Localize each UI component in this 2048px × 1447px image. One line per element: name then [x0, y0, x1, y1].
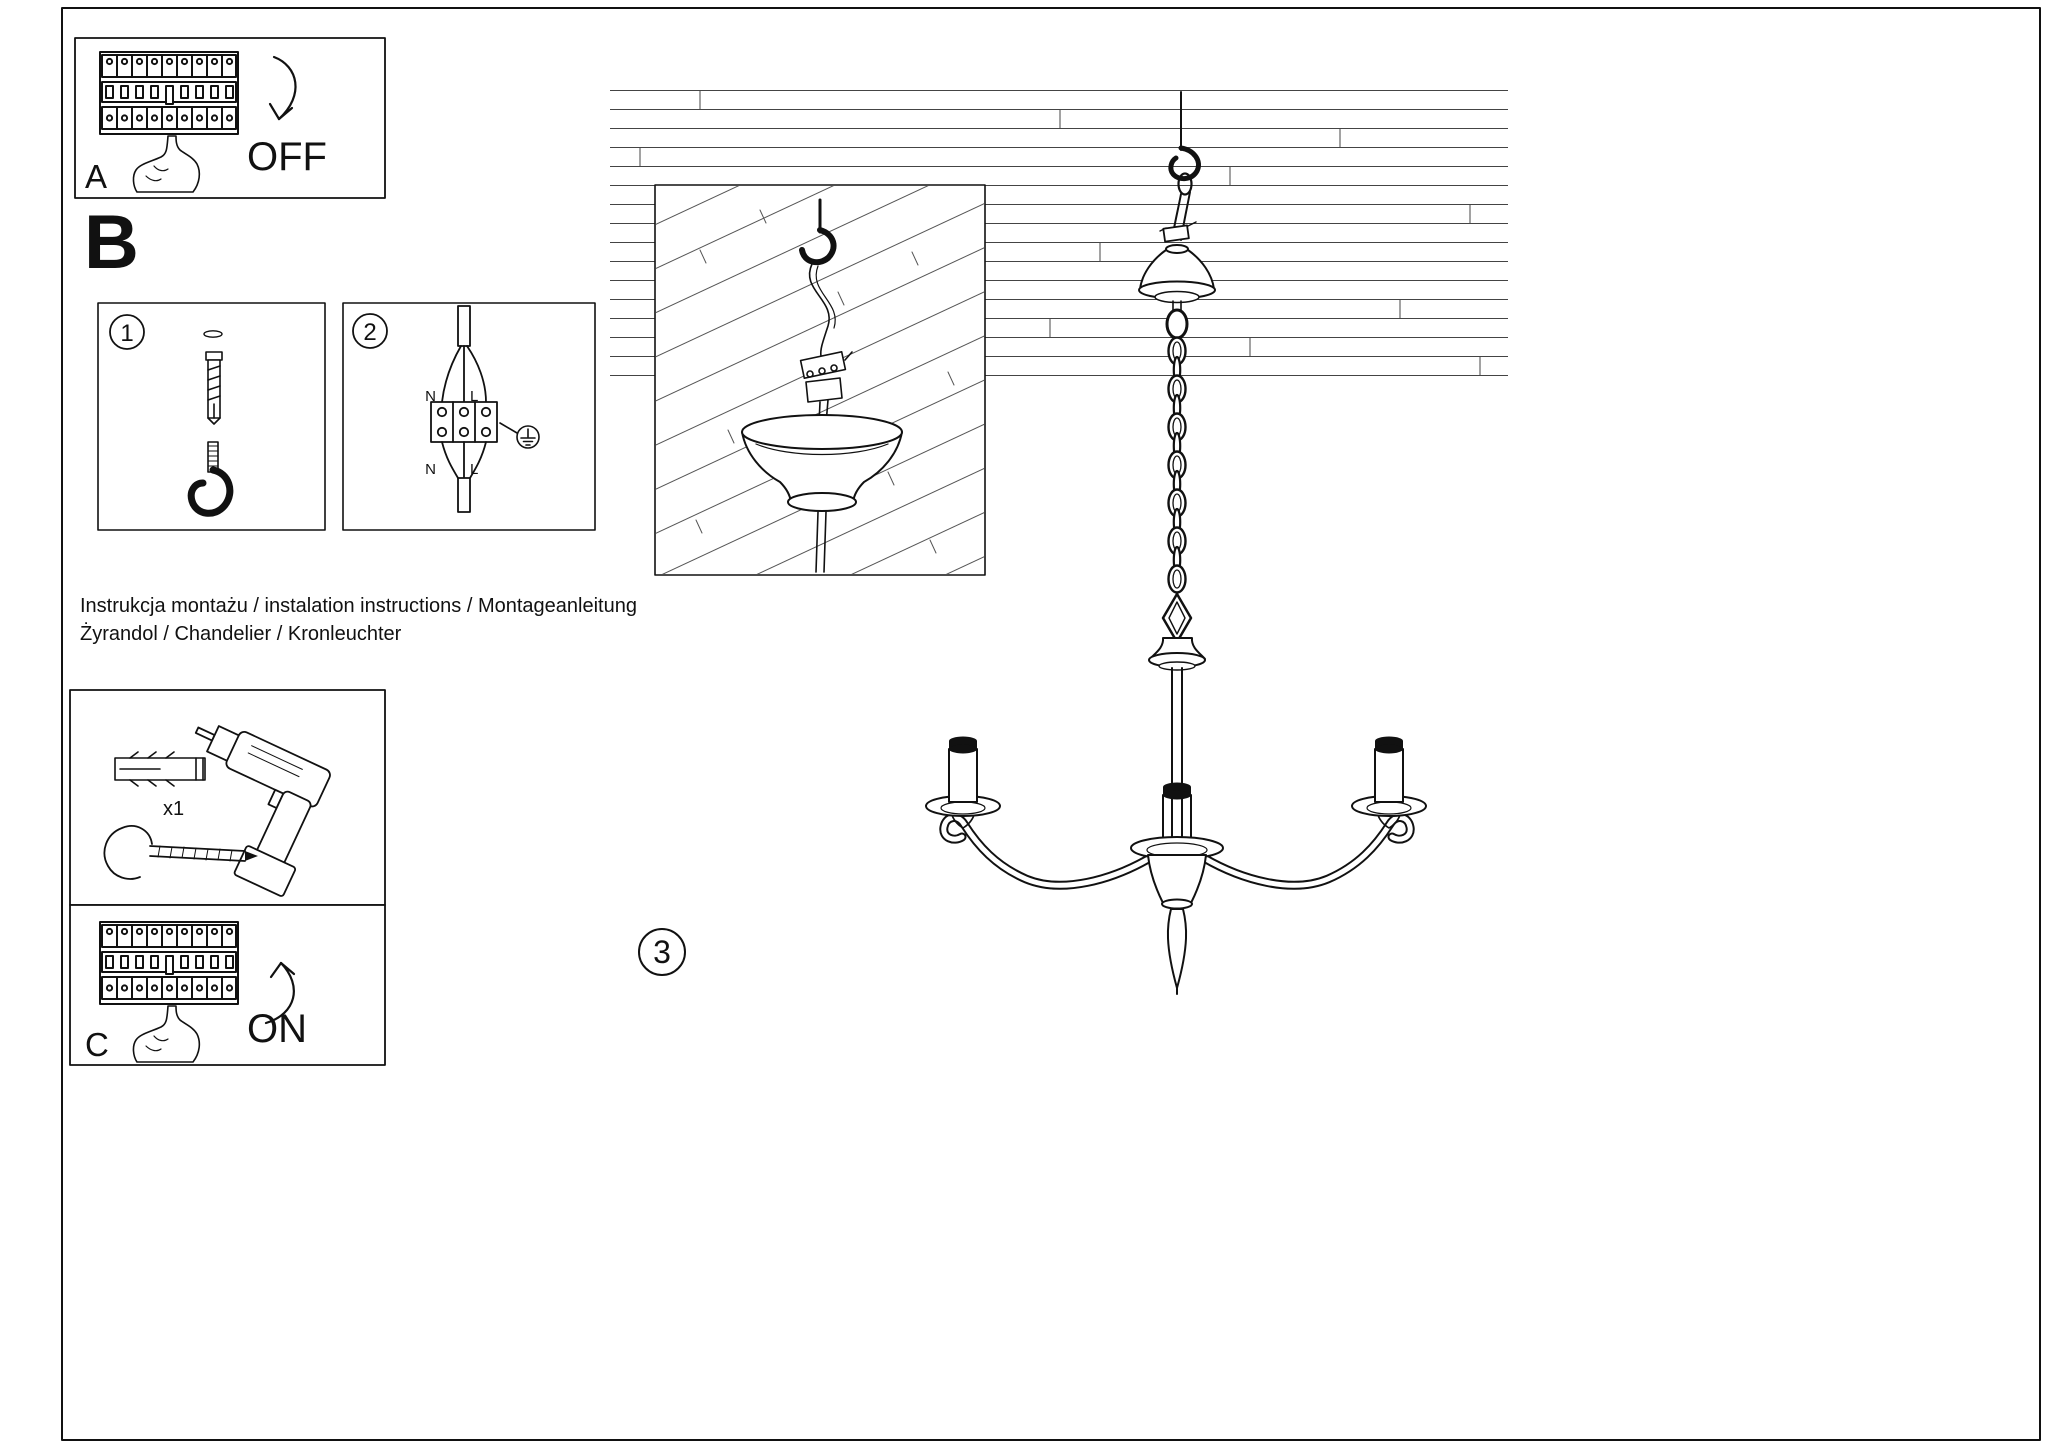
step-1-number: 1 — [120, 320, 133, 347]
page-border — [61, 7, 2041, 1441]
panel-a-label: A — [85, 158, 107, 195]
terminal-assembly — [799, 351, 853, 425]
canopy-dome — [741, 414, 903, 573]
top-cone — [1148, 637, 1206, 671]
terminal-block — [430, 401, 498, 443]
wire-label-l-bottom: L — [470, 461, 478, 478]
left-candle — [925, 736, 1001, 829]
finial — [1166, 908, 1188, 995]
socket-band — [949, 736, 977, 754]
step-2-box: 2 — [342, 302, 596, 531]
tools-box: x1 — [69, 689, 386, 906]
instructions-line-1: Instrukcja montażu / instalation instruc… — [80, 595, 637, 617]
panel-a-box: OFF A — [74, 37, 386, 199]
canopy — [1138, 244, 1216, 313]
right-arm — [1199, 813, 1415, 890]
wall-anchor-icon — [205, 351, 223, 425]
panel-c-box: ON C — [69, 904, 386, 1066]
right-candle — [1351, 736, 1427, 829]
chain-hanger — [1161, 592, 1193, 644]
hub-bell — [1147, 854, 1207, 910]
drill-icon — [194, 725, 331, 897]
wire-label-n-top: N — [425, 388, 436, 405]
center-candle — [1162, 782, 1192, 843]
hanging-loop — [1177, 172, 1193, 196]
on-label: ON — [247, 1007, 307, 1051]
quantity-label: x1 — [163, 798, 184, 820]
on-arrow-icon — [264, 961, 296, 1025]
ground-symbol-icon — [499, 422, 540, 449]
washer-icon — [203, 330, 223, 338]
step-1-box: 1 — [97, 302, 326, 531]
section-b-label: B — [84, 200, 139, 285]
ceiling-hook-icon — [187, 441, 234, 517]
chandelier-illustration — [925, 91, 1427, 995]
step-3-number: 3 — [653, 934, 671, 970]
socket-band — [1375, 736, 1403, 754]
cable-top — [441, 305, 487, 403]
instructions-text: Instrukcja montażu / instalation instruc… — [80, 595, 637, 645]
ceiling-hook-icon — [1168, 145, 1201, 181]
hook-screw-icon — [103, 825, 258, 880]
ceiling-hook-icon — [799, 198, 837, 266]
wire-label-l-top: L — [470, 388, 478, 405]
cable-bottom — [441, 441, 487, 513]
cord-clamp — [1162, 224, 1190, 243]
center-stem — [1171, 667, 1183, 846]
step-3-badge: 3 — [638, 928, 686, 976]
inset-detail-panel — [654, 184, 986, 576]
off-arrow-icon — [268, 55, 297, 121]
chain — [1167, 336, 1187, 594]
wire-label-n-bottom: N — [425, 461, 436, 478]
pendant-wire — [808, 263, 836, 357]
left-arm — [939, 813, 1155, 890]
instructions-line-2: Żyrandol / Chandelier / Kronleuchter — [80, 622, 402, 645]
panel-c-label: C — [85, 1026, 109, 1063]
step-2-number: 2 — [363, 319, 376, 346]
off-label: OFF — [247, 135, 327, 179]
canopy-ring — [1165, 308, 1189, 340]
wall-plug-icon — [114, 751, 206, 787]
